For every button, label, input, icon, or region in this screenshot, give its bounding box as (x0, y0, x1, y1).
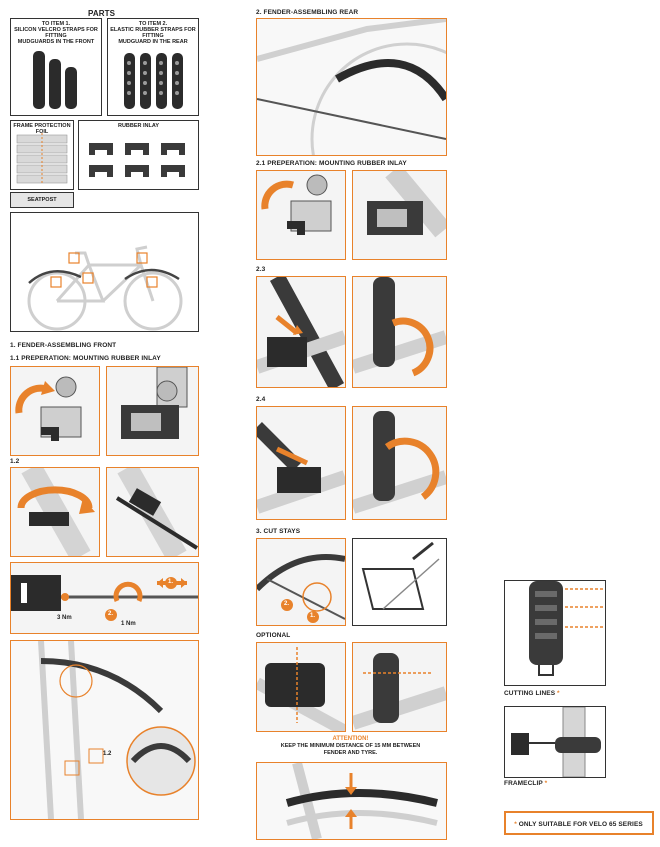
parts-title: PARTS (88, 9, 116, 18)
inlay-rotate-illustration (15, 376, 82, 441)
frame-foil-label: FRAME PROTECTION FOIL (13, 123, 71, 135)
torque-1nm: 1 Nm (121, 621, 136, 627)
bicycle-icon (27, 245, 183, 331)
hacksaw-icon (361, 541, 440, 610)
seatpost-panel: SEATPOST (10, 192, 74, 208)
frame-foil-panel: FRAME PROTECTION FOIL (10, 120, 74, 190)
frameclip-star: * (544, 780, 548, 787)
front-fork-panel: 1.2 (10, 640, 199, 820)
rear-strap-step-c (256, 406, 346, 520)
rear-section-title: 2. FENDER-ASSEMBLING REAR (256, 9, 359, 16)
rear-inlay-rotate-illustration (261, 174, 332, 235)
fork-illustration (38, 641, 196, 819)
cut-rubber-illustration (353, 653, 446, 730)
torque-illustration (11, 575, 198, 621)
rubber-straps-label: TO ITEM 2. ELASTIC RUBBER STRAPS FOR FIT… (110, 21, 196, 45)
fork-step-label: 1.2 (103, 751, 112, 757)
optional-panel-b (352, 642, 447, 732)
optional-label: OPTIONAL (256, 632, 291, 639)
rear-overview-panel (256, 18, 447, 156)
attention-heading: ATTENTION! (332, 736, 369, 742)
cut-strap-illustration (257, 647, 345, 731)
rear-inlay-step-a (256, 170, 346, 260)
cutting-lines-illustration (529, 581, 603, 676)
frameclip-label: FRAMECLIP * (504, 780, 547, 787)
velcro-strap-icon (33, 51, 77, 109)
frameclip-illustration (511, 707, 601, 777)
rear-inlay-step-b (352, 170, 447, 260)
cut-stays-panel-b (352, 538, 447, 626)
velcro-straps-label: TO ITEM 1. SILICON VELCRO STRAPS FOR FIT… (14, 21, 98, 45)
stay-badge-1: 1. (310, 613, 316, 619)
stay-adjust-illustration (257, 554, 345, 623)
cut-stays-panel-a: 2. 1. (256, 538, 346, 626)
rubber-inlay-icon (89, 143, 185, 177)
attention-text: KEEP THE MINIMUM DISTANCE OF 15 MM BETWE… (280, 743, 421, 756)
stay-badge-2: 2. (284, 601, 290, 607)
front-section-title: 1. FENDER-ASSEMBLING FRONT (10, 342, 117, 349)
front-step-12: 1.2 (10, 458, 20, 465)
badge-icon (165, 577, 177, 589)
velo-note-text: ONLY SUITABLE FOR VELO 65 SERIES (518, 821, 643, 828)
rear-step-23: 2.3 (256, 266, 266, 273)
rubber-strap-icon (124, 53, 183, 109)
torque-badge-1: 1. (168, 579, 174, 585)
front-step-11: 1.1 PREPERATION: MOUNTING RUBBER INLAY (10, 355, 161, 362)
rear-strap-c-illustration (257, 422, 345, 514)
torque-3nm: 3 Nm (57, 615, 72, 621)
rear-inlay-mounted-illustration (367, 171, 446, 238)
seatpost-label: SEATPOST (27, 197, 57, 203)
velo-note-box: * ONLY SUITABLE FOR VELO 65 SERIES (504, 811, 654, 835)
frameclip-panel (504, 706, 606, 778)
velo-note: * ONLY SUITABLE FOR VELO 65 SERIES (506, 821, 651, 828)
cut-stays-title: 3. CUT STAYS (256, 528, 301, 535)
distance-panel (256, 762, 447, 840)
rear-strap-a-illustration (257, 277, 345, 387)
rubber-inlay-panel: RUBBER INLAY (78, 120, 199, 190)
torque-badge-2: 2. (108, 611, 114, 617)
rear-strap-step-b (352, 276, 447, 388)
strap-fastened-illustration (115, 468, 198, 556)
optional-panel-a (256, 642, 346, 732)
cutting-lines-text: CUTTING LINES (504, 690, 556, 697)
cutting-lines-label: CUTTING LINES * (504, 690, 560, 697)
velcro-straps-panel: TO ITEM 1. SILICON VELCRO STRAPS FOR FIT… (10, 18, 102, 116)
rubber-straps-panel: TO ITEM 2. ELASTIC RUBBER STRAPS FOR FIT… (107, 18, 199, 116)
front-inlay-step-b (106, 366, 199, 456)
front-torque-panel: 3 Nm 1 Nm 1. 2. (10, 562, 199, 634)
rear-strap-step-d (352, 406, 447, 520)
cutting-lines-panel (504, 580, 606, 686)
rear-step-24: 2.4 (256, 396, 266, 403)
rear-wheel-illustration (257, 19, 446, 155)
rear-step-21: 2.1 PREPERATION: MOUNTING RUBBER INLAY (256, 160, 407, 167)
inlay-mounted-illustration (121, 367, 188, 439)
front-strap-step-a (10, 467, 100, 557)
rubber-inlay-label: RUBBER INLAY (117, 123, 160, 129)
fender-distance-illustration (285, 763, 438, 839)
strap-wrap-illustration (17, 468, 95, 556)
rear-strap-step-a (256, 276, 346, 388)
frameclip-text: FRAMECLIP (504, 780, 543, 787)
foil-icon (16, 133, 68, 185)
cutting-lines-star: * (557, 690, 560, 697)
rear-strap-d-illustration (353, 411, 446, 514)
front-inlay-step-a (10, 366, 100, 456)
bike-overview-panel (10, 212, 199, 332)
front-strap-step-b (106, 467, 199, 557)
rear-strap-b-illustration (353, 277, 446, 377)
velo-note-star: * (514, 821, 517, 828)
